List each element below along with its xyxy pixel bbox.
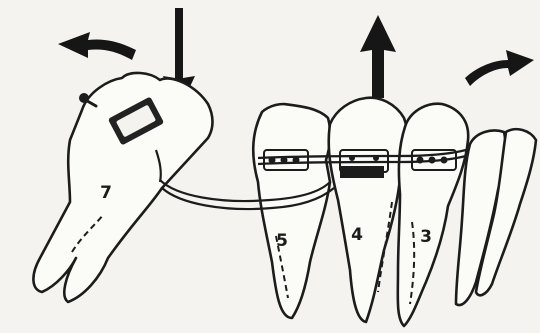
tooth-label-3: 3 [420,227,432,247]
tooth-7: 7 [33,73,212,302]
tooth-5: 5 [253,104,330,318]
curved-arrow-right-icon [465,50,534,86]
arrow-up-icon [360,15,396,98]
tooth-label-7: 7 [100,183,112,203]
tooth-4: 4 [329,98,408,322]
tooth-label-4: 4 [351,225,363,245]
curved-arrow-left-icon [58,32,136,60]
tooth-label-5: 5 [276,231,288,251]
incisors [456,129,536,305]
